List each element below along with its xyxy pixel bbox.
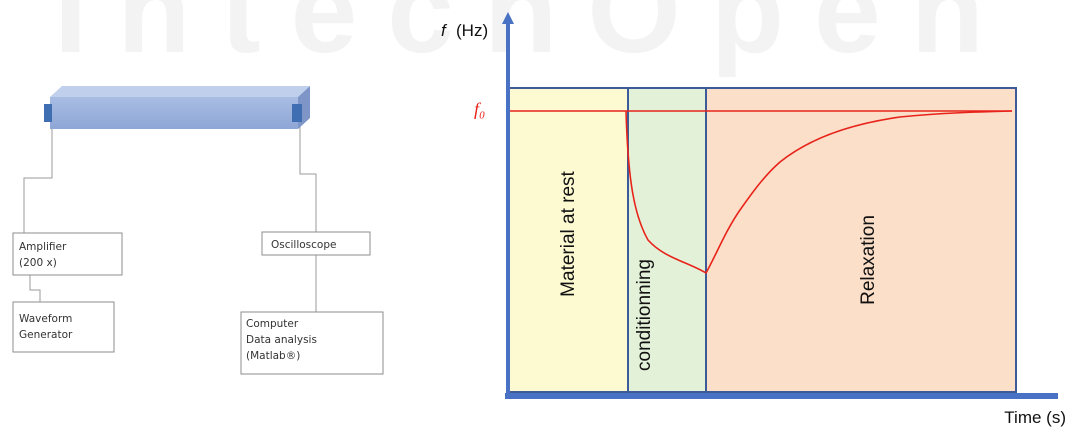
- setup-wires: [23, 126, 317, 312]
- zone-label-conditioning: conditionning: [634, 259, 655, 371]
- zone-label-rest: Material at rest: [558, 170, 579, 296]
- oscilloscope-box: Oscilloscope: [261, 231, 371, 256]
- zone-rest: [508, 88, 628, 392]
- y-axis-unit: (Hz): [456, 21, 488, 40]
- transducer-right: [292, 104, 302, 122]
- amplifier-label: Amplifier: [19, 241, 67, 253]
- computer-label-line2: Data analysis: [246, 334, 317, 346]
- frequency-curve: [625, 110, 1013, 275]
- y-axis-arrow-icon: [502, 12, 514, 24]
- amplifier-box: Amplifier (200 x): [12, 232, 123, 276]
- zone-relaxation: [706, 88, 1016, 392]
- frequency-plot: f₀ Material at rest conditionning Relaxa…: [441, 12, 1066, 427]
- oscilloscope-label: Oscilloscope: [271, 239, 336, 251]
- watermark-text: IntechOpen: [54, 0, 1014, 78]
- zone-conditioning: [628, 88, 706, 392]
- generator-label-line1: Waveform: [19, 313, 72, 325]
- specimen-bar: [50, 86, 310, 129]
- zone-label-relaxation: Relaxation: [858, 215, 879, 305]
- x-axis-label: Time (s): [1004, 408, 1066, 427]
- computer-label-line3: (Matlab®): [246, 350, 300, 362]
- f0-label: f₀: [474, 99, 485, 119]
- transducer-left: [44, 104, 52, 122]
- waveform-generator-box: Waveform Generator: [12, 301, 115, 353]
- amplifier-gain-label: (200 x): [19, 257, 57, 269]
- computer-box: Computer Data analysis (Matlab®): [240, 311, 384, 375]
- generator-label-line2: Generator: [19, 329, 73, 341]
- y-axis-symbol: f: [441, 21, 448, 40]
- setup-diagram: Amplifier (200 x) Waveform Generator Osc…: [12, 86, 384, 375]
- computer-label-line1: Computer: [246, 318, 299, 330]
